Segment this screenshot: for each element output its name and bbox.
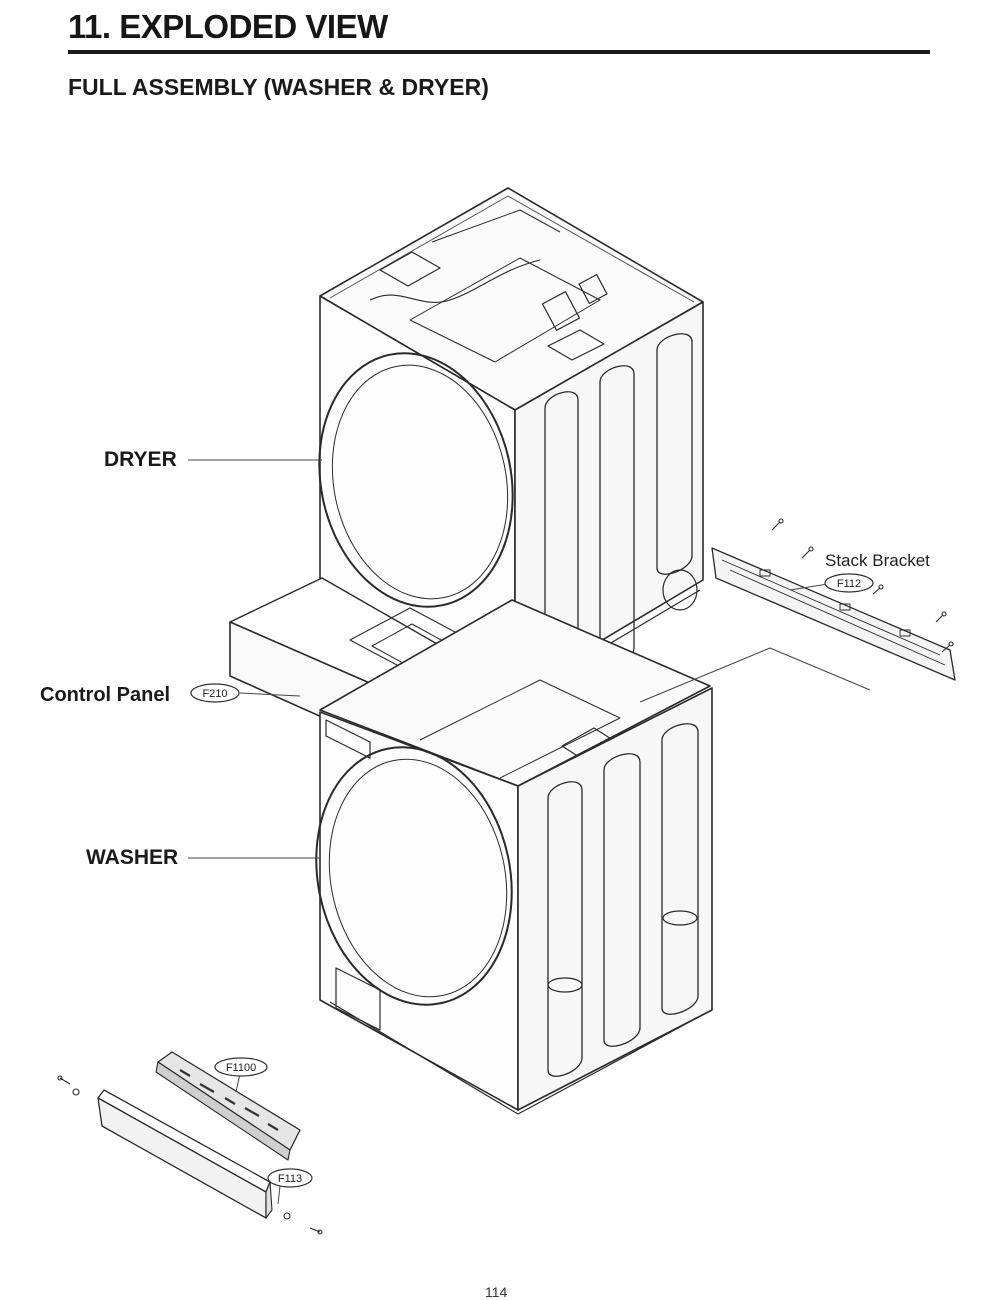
assembly-subtitle: FULL ASSEMBLY (WASHER & DRYER) [68, 74, 489, 100]
control-panel-code-oval [190, 683, 240, 703]
kick-plate-code-oval [267, 1168, 313, 1188]
control-panel-label: Control Panel [40, 684, 170, 706]
pcb-code-oval [214, 1057, 268, 1077]
kick-plate-screws [57, 1075, 323, 1235]
kick-plate-code: F113 [278, 1173, 302, 1185]
washer-unit [315, 599, 713, 1115]
pcb-leader-line [235, 1073, 241, 1093]
stack-bracket-code: F112 [837, 578, 861, 590]
dryer-unit [318, 187, 704, 701]
title-rule [68, 50, 930, 54]
washer-label: WASHER [86, 846, 178, 869]
pcb-board-part [155, 1051, 301, 1161]
stack-bracket-label: Stack Bracket [825, 551, 930, 570]
bracket-screws [771, 518, 954, 653]
kick-plate-leader-line [277, 1185, 281, 1205]
dryer-label: DRYER [104, 448, 177, 471]
control-panel-leader-line [239, 692, 301, 697]
stack-bracket-part [711, 547, 956, 681]
stack-bracket-leader-line [789, 583, 829, 591]
page-number: 114 [485, 1284, 508, 1300]
kick-plate-part [97, 1089, 273, 1219]
pcb-code: F1100 [226, 1062, 256, 1074]
section-title: 11. EXPLODED VIEW [68, 8, 388, 45]
control-panel-code: F210 [202, 688, 227, 700]
stack-bracket-code-oval [824, 573, 874, 593]
